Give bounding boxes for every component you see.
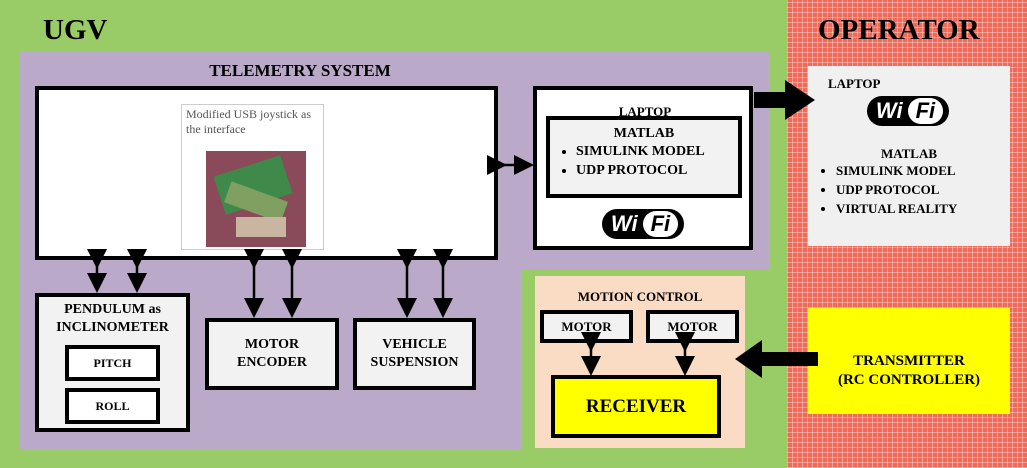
wifi-wi-text: Wi <box>875 98 903 123</box>
pendulum-label: PENDULUM as INCLINOMETER <box>56 302 169 335</box>
operator-matlab-list: SIMULINK MODEL UDP PROTOCOL VIRTUAL REAL… <box>820 161 957 218</box>
telemetry-matlab-label: MATLAB <box>613 126 675 141</box>
operator-matlab-label: MATLAB <box>880 146 938 161</box>
operator-title: OPERATOR <box>818 14 980 46</box>
arrow-wifi-link <box>754 80 815 120</box>
telemetry-bullet-udp: UDP PROTOCOL <box>576 161 738 180</box>
joystick-image: Modified USB joystick as the interface <box>181 104 324 250</box>
telemetry-wifi-logo: Wi Fi <box>573 206 713 242</box>
operator-bullet-simulink: SIMULINK MODEL <box>836 161 957 180</box>
ugv-title: UGV <box>43 14 108 46</box>
transmitter-box: TRANSMITTER (RC CONTROLLER) <box>808 308 1010 414</box>
operator-laptop-label: LAPTOP <box>828 76 881 91</box>
pitch-box: PITCH <box>65 345 160 381</box>
vehicle-suspension-box: VEHICLE SUSPENSION <box>353 318 476 390</box>
wifi-fi-text: Fi <box>642 211 679 237</box>
telemetry-bullet-simulink: SIMULINK MODEL <box>576 142 738 161</box>
telemetry-matlab-list: SIMULINK MODEL UDP PROTOCOL <box>558 142 738 180</box>
joystick-photo <box>206 151 306 247</box>
roll-box: ROLL <box>65 388 160 424</box>
operator-bullet-vr: VIRTUAL REALITY <box>836 199 957 218</box>
telemetry-laptop-label: LAPTOP <box>618 104 672 119</box>
arrow-transmitter-receiver <box>735 340 818 378</box>
operator-wifi-logo: Wi Fi <box>838 92 978 130</box>
operator-bullet-udp: UDP PROTOCOL <box>836 180 957 199</box>
motor-encoder-box: MOTOR ENCODER <box>205 318 339 390</box>
telemetry-matlab-box: MATLAB SIMULINK MODEL UDP PROTOCOL <box>546 116 742 198</box>
telemetry-system-title: TELEMETRY SYSTEM <box>209 61 391 80</box>
motion-control-title: MOTION CONTROL <box>577 289 703 304</box>
wifi-fi-text: Fi <box>907 98 944 124</box>
joystick-caption: Modified USB joystick as the interface <box>186 107 311 136</box>
wifi-wi-text: Wi <box>610 211 638 236</box>
receiver-box: RECEIVER <box>551 375 721 438</box>
